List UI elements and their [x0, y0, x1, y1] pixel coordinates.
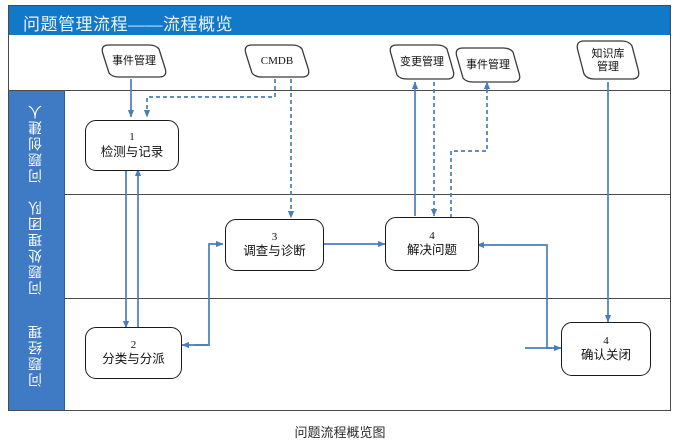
process-number: 2 — [130, 338, 137, 351]
external-entity-label: 知识库 管理 — [592, 48, 625, 73]
swimlane-row-team — [9, 195, 670, 299]
process-box-1-detect-record[interactable]: 1 检测与记录 — [85, 120, 179, 171]
external-entity-incident-management-1[interactable]: 事件管理 — [95, 43, 173, 79]
swimlane-label-manager-text: 问题经理 — [28, 322, 44, 387]
page-title: 问题管理流程——流程概览 — [23, 15, 233, 34]
process-name: 检测与记录 — [100, 144, 164, 159]
figure-caption: 问题流程概览图 — [294, 425, 386, 440]
process-number: 3 — [271, 230, 278, 243]
parallelogram-shape — [576, 40, 640, 80]
process-name: 解决问题 — [406, 243, 457, 258]
swimlane-label-creator-text: 问题创建人 — [28, 103, 44, 183]
external-entity-label: 变更管理 — [400, 56, 444, 69]
swimlane-row-creator — [9, 91, 670, 195]
external-entity-knowledge-base[interactable]: 知识库 管理 — [570, 39, 646, 82]
process-box-3-investigate-diagnose[interactable]: 3 调查与诊断 — [225, 219, 324, 271]
external-entity-label-line1: 知识库 — [591, 47, 625, 60]
swimlane-label-team-text: 问题处理团队 — [28, 199, 44, 295]
diagram-title-bar: 问题管理流程——流程概览 — [9, 6, 670, 35]
process-box-4-resolve-problem[interactable]: 4 解决问题 — [385, 217, 479, 271]
parallelogram-shape — [101, 44, 167, 78]
process-name: 调查与诊断 — [243, 244, 306, 259]
parallelogram-shape — [244, 44, 310, 78]
external-entity-label: 事件管理 — [466, 59, 510, 72]
process-box-5-confirm-close[interactable]: 4 确认关闭 — [561, 322, 651, 376]
external-entity-label-line2: 管理 — [597, 60, 619, 73]
swimlane-label-team: 问题处理团队 — [9, 195, 65, 299]
swimlane-label-creator: 问题创建人 — [9, 91, 65, 195]
parallelogram-shape — [389, 44, 455, 80]
process-name: 分类与分派 — [102, 352, 165, 367]
external-entity-cmdb[interactable]: CMDB — [238, 43, 316, 79]
swimlane-label-manager: 问题经理 — [9, 299, 65, 410]
process-number: 4 — [603, 334, 609, 347]
process-number: 1 — [129, 131, 135, 144]
parallelogram-shape — [455, 47, 521, 83]
external-entity-incident-management-2[interactable]: 事件管理 — [449, 46, 527, 85]
process-box-2-classify-assign[interactable]: 2 分类与分派 — [85, 327, 182, 379]
external-entity-label: 事件管理 — [112, 54, 156, 67]
process-number: 4 — [429, 229, 435, 242]
external-entity-label: CMDB — [260, 54, 294, 67]
process-name: 确认关闭 — [580, 348, 631, 363]
external-entity-change-management[interactable]: 变更管理 — [383, 43, 461, 82]
